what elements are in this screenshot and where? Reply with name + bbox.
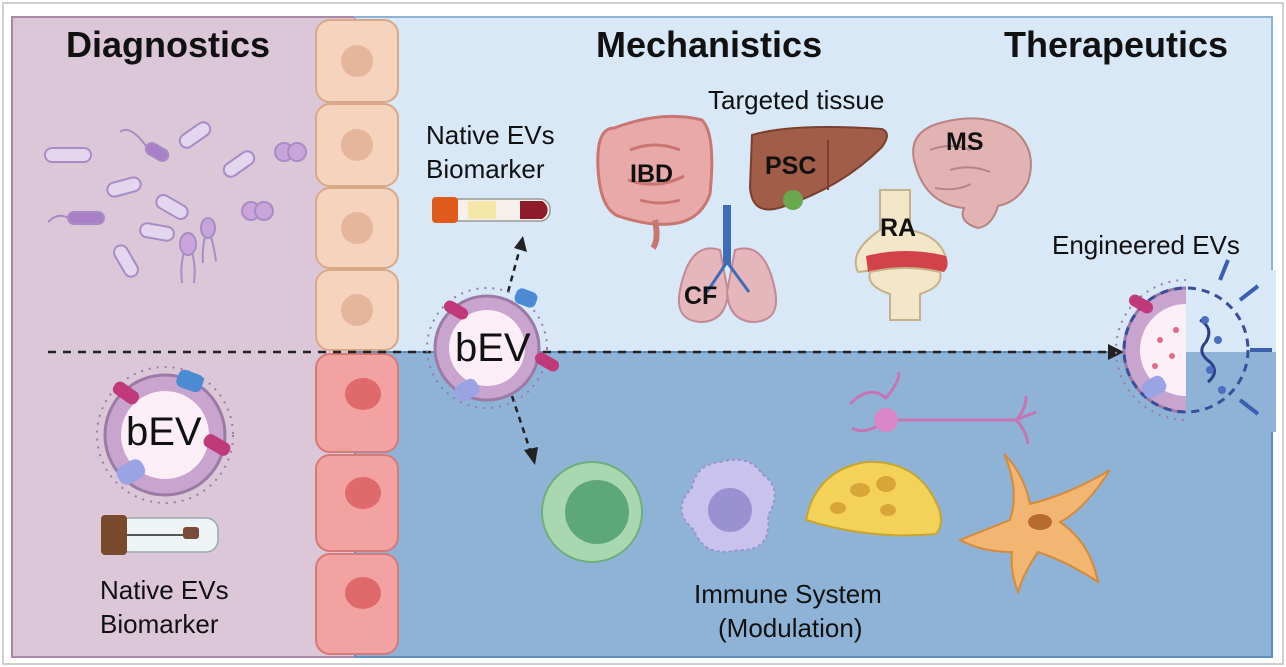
ibd-label: IBD xyxy=(630,160,674,188)
cf-label: CF xyxy=(684,282,718,310)
bev-label-left: bEV xyxy=(126,410,202,454)
engineered-ev xyxy=(1115,259,1276,432)
bev-vesicle-center xyxy=(426,287,560,409)
diagnostics-title: Diagnostics xyxy=(66,24,271,65)
up-arrow-head xyxy=(514,236,527,252)
down-arrow-head xyxy=(524,447,538,465)
engineered-evs-label: Engineered EVs xyxy=(1052,230,1240,260)
immune-system-line2: (Modulation) xyxy=(718,613,863,643)
liver-organ xyxy=(748,126,888,211)
knee-joint xyxy=(854,189,948,321)
native-evs-bottom-line2: Biomarker xyxy=(100,609,219,639)
upper-epithelial-cells xyxy=(315,19,399,351)
targeted-tissue-label: Targeted tissue xyxy=(708,85,885,115)
lungs-organ xyxy=(678,205,777,324)
intestine-organ xyxy=(596,114,714,250)
astrocyte-cell xyxy=(957,453,1111,596)
macrophage-cell xyxy=(680,458,776,553)
sample-vial xyxy=(101,515,219,555)
neuron-cell xyxy=(848,371,1037,445)
bev-vesicle-left xyxy=(96,366,234,504)
native-evs-top-line1: Native EVs xyxy=(426,120,555,150)
native-evs-top-line2: Biomarker xyxy=(426,154,545,184)
ra-label: RA xyxy=(880,214,917,242)
ms-label: MS xyxy=(946,128,984,156)
psc-label: PSC xyxy=(765,152,817,180)
dendritic-yellow-cell xyxy=(804,460,942,537)
immune-system-line1: Immune System xyxy=(694,579,882,609)
blood-sample-tube xyxy=(432,197,551,223)
down-arrow-line xyxy=(510,395,532,451)
lymphocyte-cell xyxy=(541,461,643,563)
brain-organ xyxy=(912,117,1032,230)
lower-epithelial-cells xyxy=(315,353,399,655)
bev-label-center: bEV xyxy=(455,326,531,370)
mechanistics-title: Mechanistics xyxy=(596,24,823,65)
therapeutics-title: Therapeutics xyxy=(1004,24,1229,65)
bacteria-cluster xyxy=(44,121,307,284)
native-evs-bottom-line1: Native EVs xyxy=(100,575,229,605)
up-arrow-line xyxy=(506,247,522,293)
